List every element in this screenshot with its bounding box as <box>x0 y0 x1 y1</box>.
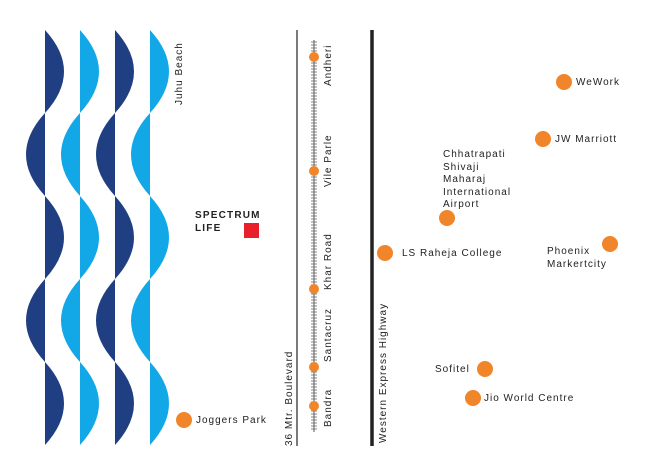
spectrum-life-project-marker[interactable] <box>244 223 259 238</box>
landmark-label-airport: Chhatrapati Shivaji Maharaj Internationa… <box>443 149 512 210</box>
landmark-marker-jio[interactable] <box>465 390 481 406</box>
wave-segment <box>150 362 169 445</box>
landmark-marker-wework[interactable] <box>556 74 572 90</box>
landmark-label-joggers: Joggers Park <box>196 415 267 426</box>
boulevard-label: 36 Mtr. Boulevard <box>284 350 295 446</box>
spectrum-life-label: SPECTRUM LIFE <box>195 210 261 234</box>
landmark-marker-jw-marriott[interactable] <box>535 131 551 147</box>
landmark-label-sofitel: Sofitel <box>435 364 470 375</box>
wave-segment <box>115 30 134 113</box>
landmark-label-ls-raheja: LS Raheja College <box>402 248 503 259</box>
landmark-label-jw-marriott: JW Marriott <box>555 134 618 145</box>
juhu-beach-label: Juhu Beach <box>174 42 185 105</box>
wave-segment <box>45 196 64 279</box>
landmark-marker-phoenix[interactable] <box>602 236 618 252</box>
landmark-marker-ls-raheja[interactable] <box>377 245 393 261</box>
station-label-khar-road: Khar Road <box>323 233 334 290</box>
wave-segment <box>45 362 64 445</box>
sea-wave-pattern <box>26 30 169 445</box>
wave-segment <box>80 30 99 113</box>
landmark-marker-joggers[interactable] <box>176 412 192 428</box>
landmark-label-wework: WeWork <box>576 77 620 88</box>
wave-segment <box>115 196 134 279</box>
landmark-marker-airport[interactable] <box>439 210 455 226</box>
station-label-vile-parle: Vile Parle <box>323 134 334 187</box>
wave-segment <box>61 113 80 196</box>
wave-segment <box>115 362 134 445</box>
wave-segment <box>96 113 115 196</box>
landmark-label-jio: Jio World Centre <box>484 393 575 404</box>
wave-segment <box>80 196 99 279</box>
wave-segment <box>45 30 64 113</box>
wave-segment <box>61 279 80 362</box>
station-marker-vile-parle[interactable] <box>309 166 319 176</box>
wave-segment <box>150 196 169 279</box>
wave-segment <box>26 279 45 362</box>
landmark-marker-sofitel[interactable] <box>477 361 493 377</box>
station-marker-andheri[interactable] <box>309 52 319 62</box>
station-marker-bandra[interactable] <box>309 401 319 411</box>
wave-segment <box>131 113 150 196</box>
wave-segment <box>150 30 169 113</box>
wave-segment <box>26 113 45 196</box>
station-label-bandra: Bandra <box>323 388 334 427</box>
wave-segment <box>131 279 150 362</box>
highway-label: Western Express Highway <box>378 302 389 443</box>
wave-segment <box>80 362 99 445</box>
station-marker-khar-road[interactable] <box>309 284 319 294</box>
station-label-santacruz: Santacruz <box>323 307 334 362</box>
wave-segment <box>96 279 115 362</box>
landmark-label-phoenix: Phoenix Markertcity <box>547 246 607 270</box>
station-label-andheri: Andheri <box>323 44 334 86</box>
station-marker-santacruz[interactable] <box>309 362 319 372</box>
